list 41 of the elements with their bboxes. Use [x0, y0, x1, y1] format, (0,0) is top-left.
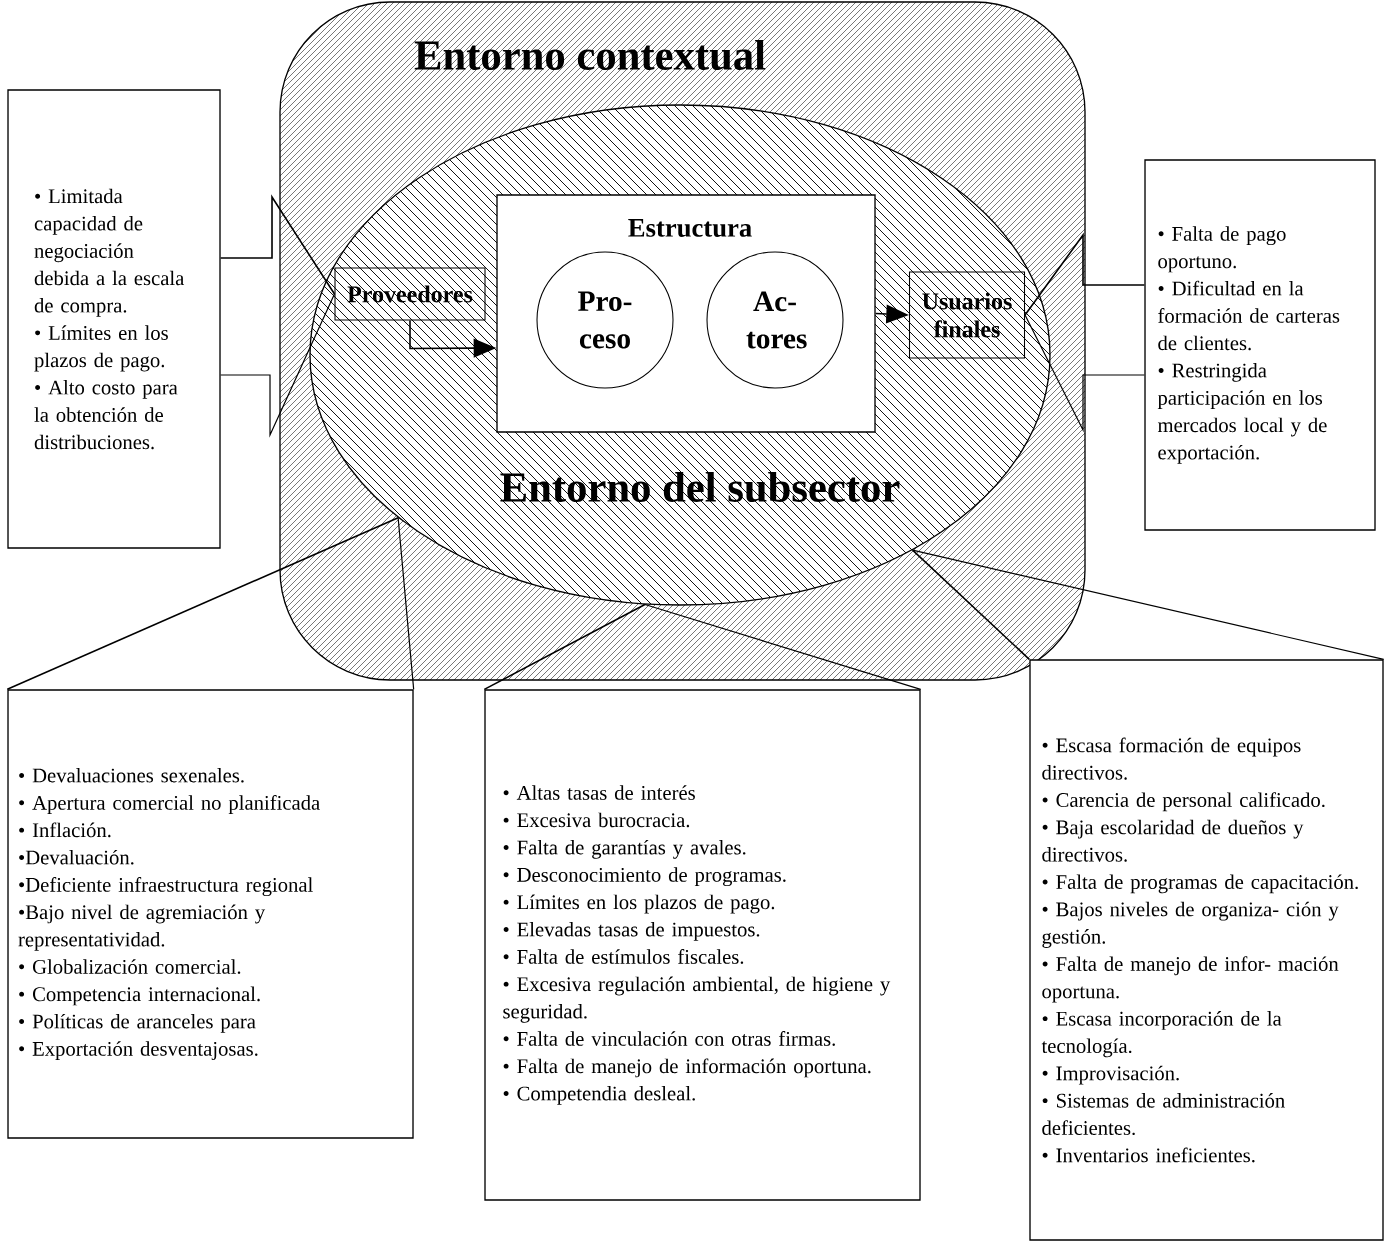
callout-tail: [6, 516, 399, 691]
callout-box: • Altas tasas de interés • Excesiva burocracia. • Falta de garantías y avales. • Desconocimiento de programas. • Límites en los plazos de pago. • Elevadas tasas de impuestos. • Falta de estímulos fiscales. • Excesiva regulación ambiental, de higiene y seguridad. • Falta de vinculación con otras firmas. • Falta de manejo de información oportuna. • Competendia desleal.: [484, 689, 921, 1201]
node-label: • Carencia de personal calificado.: [1042, 792, 1325, 812]
node-label: • Inventarios ineficientes.: [1042, 1147, 1255, 1163]
node-label: • Baja escolaridad de dueños y directivos.: [1042, 819, 1304, 862]
node-label: • Competendia desleal.: [503, 1085, 695, 1105]
node-label: • Falta de programas de capacitación.: [1042, 874, 1358, 894]
node-label: • Devaluaciones sexenales.: [19, 767, 244, 783]
node-label: •Bajo nivel de agremiación y representatividad.: [18, 904, 266, 951]
node-label: • Bajos niveles de organiza- ción y gestión.: [1042, 901, 1339, 948]
node-label: • Altas tasas de interés: [503, 785, 695, 800]
node-label: • Falta de garantías y avales.: [503, 839, 746, 859]
callout-tail: [1024, 232, 1146, 316]
callout-box: • Devaluaciones sexenales. • Apertura comercial no planificada • Inflación. •Devaluación. •Deficiente infraestructura regional •Bajo nivel de agremiación y representatividad. • Globalización comercial. • Competencia internacional. • Políticas de aranceles para • Exportación desventajosas.: [7, 689, 414, 1139]
node-label: • Falta de manejo de información oportuna.: [503, 1058, 871, 1078]
node-label: • Inflación.: [19, 822, 111, 838]
node-label: • Excesiva burocracia.: [503, 812, 690, 828]
node-label: • Sistemas de administración deficientes.: [1042, 1093, 1285, 1136]
node-label: • Excesiva regulación ambiental, de higiene y seguridad.: [503, 976, 891, 1023]
callout-box: • Escasa formación de equipos directivos. • Carencia de personal calificado. • Baja escolaridad de dueños y directivos. • Falta de programas de capacitación. • Bajos niveles de organiza- ción y gestión. • Falta de manejo de infor- mación oportuna. • Escasa incorporación de la tecnología. • Improvisación. • Sistemas de administración deficientes. • Inventarios ineficientes.: [1029, 659, 1384, 1241]
heading: Estructura: [628, 219, 752, 237]
node-label: • Falta de vinculación con otras firmas.: [503, 1031, 835, 1046]
node-label: •Devaluación.: [19, 849, 134, 865]
node-label: • Escasa incorporación de la tecnología.: [1041, 1011, 1282, 1058]
node-label: • Falta de manejo de infor- mación oportuna.: [1042, 956, 1339, 1003]
node-label: • Falta de estímulos fiscales.: [503, 949, 744, 964]
node-label: • Improvisación.: [1042, 1065, 1179, 1085]
node-label: • Competencia internacional.: [19, 986, 260, 1006]
node-label: • Exportación desventajosas.: [19, 1041, 258, 1061]
node-label: • Globalización comercial.: [19, 959, 241, 974]
node-label: • Límites en los plazos de pago.: [503, 894, 775, 914]
node-label: • Escasa formación de equipos directivos.: [1042, 737, 1301, 780]
node-label: • Desconocimiento de programas.: [503, 867, 786, 887]
heading: Entorno contextual: [414, 39, 766, 71]
node-label: • Apertura comercial no planificada: [19, 795, 320, 815]
callout-tail: [219, 194, 336, 295]
callout-tail: [911, 549, 1031, 661]
node-label: • Políticas de aranceles para: [19, 1013, 256, 1033]
node-label: • Elevadas tasas de impuestos.: [503, 921, 760, 941]
callout-tail: [483, 603, 646, 691]
node-label: •Deficiente infraestructura regional: [19, 877, 313, 897]
